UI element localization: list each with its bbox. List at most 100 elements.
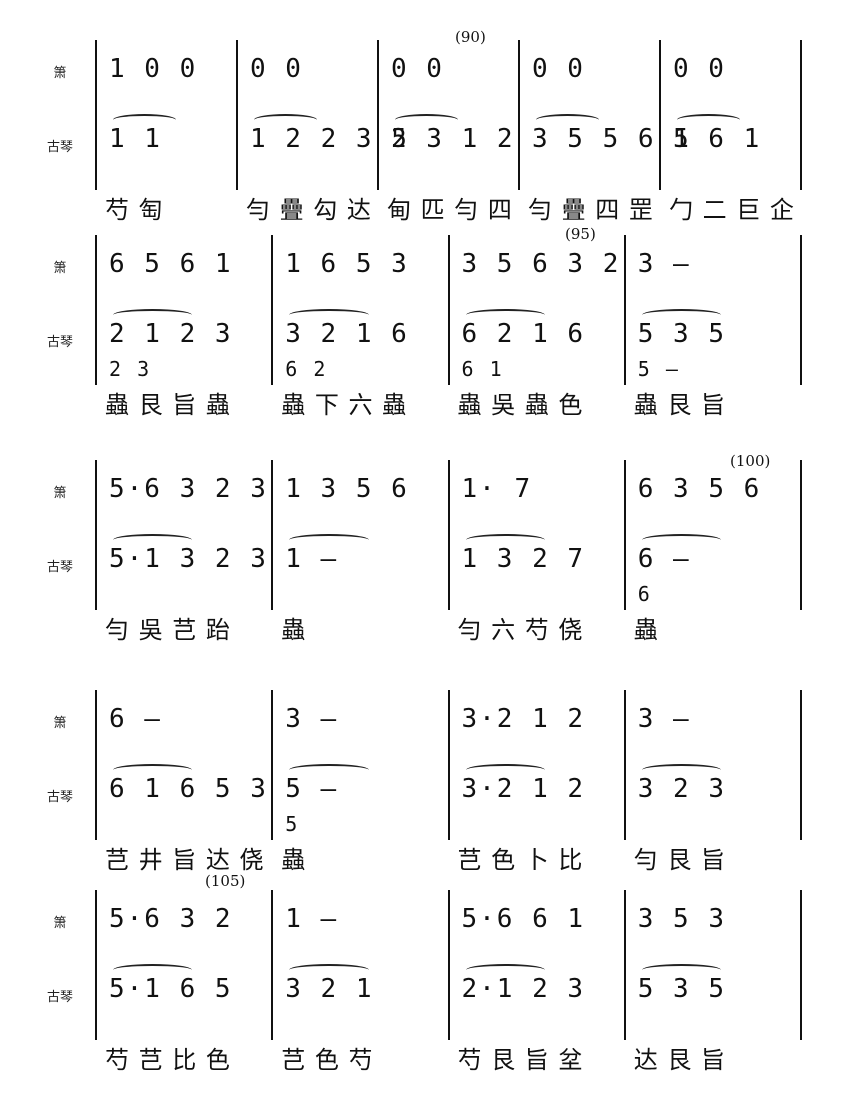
guqin-notation: 5·1 3 2 3	[109, 544, 268, 574]
xiao-notation: 3 —	[637, 704, 691, 734]
guqin-notation: 5·1 6 5	[109, 974, 233, 1004]
xiao-notation: 3 5 3	[637, 904, 727, 934]
xiao-notation: 6 3 5 6	[637, 474, 762, 504]
guqin-notation: 1 1	[109, 124, 162, 154]
guqin-notation: 2 3 1 2	[391, 124, 515, 154]
slur-mark	[536, 114, 600, 126]
barline	[800, 235, 802, 385]
slur-mark	[465, 534, 545, 546]
xiao-notation: 1 6 5 3	[285, 249, 409, 279]
guqin-lower-notation: 2 3	[109, 357, 152, 381]
guqin-notation: 6 —	[637, 544, 691, 574]
xiao-notation: 6 —	[109, 704, 162, 734]
guqin-notation: 5 3 5	[637, 974, 727, 1004]
xiao-notation: 0 0	[673, 54, 726, 84]
slur-mark	[641, 309, 722, 321]
barline	[447, 890, 450, 1040]
slur-mark	[113, 309, 193, 321]
xiao-notation: 1 0 0	[109, 54, 198, 84]
guqin-tablature: 勻 疊 勾 达	[246, 196, 372, 224]
guqin-notation: 3·2 1 2	[461, 774, 586, 804]
barline	[623, 690, 626, 840]
instrument-label-xiao: 箫	[53, 916, 67, 931]
instrument-label-guqin: 古琴	[46, 560, 73, 575]
slur-mark	[465, 764, 545, 776]
guqin-tablature: 芑 色 芍	[281, 1046, 374, 1074]
instrument-label-xiao: 箫	[53, 66, 67, 81]
guqin-tablature: 勻 吳 芑 跆	[105, 616, 231, 644]
guqin-tablature: 蟲	[281, 616, 307, 644]
slur-mark	[641, 534, 722, 546]
slur-mark	[113, 764, 193, 776]
measure-number: (90)	[455, 28, 486, 46]
barline	[447, 690, 450, 840]
guqin-notation: 3 5 5 6 1	[532, 124, 691, 154]
slur-mark	[113, 114, 177, 126]
xiao-notation: 0 0	[391, 54, 444, 84]
slur-mark	[113, 534, 193, 546]
guqin-tablature: 芍 芑 比 色	[105, 1046, 231, 1074]
instrument-label-guqin: 古琴	[46, 790, 73, 805]
xiao-notation: 0 0	[532, 54, 585, 84]
instrument-label-xiao: 箫	[53, 486, 67, 501]
guqin-tablature: 达 艮 旨	[633, 1046, 727, 1074]
instrument-label-guqin: 古琴	[46, 140, 73, 155]
guqin-notation: 6 2 1 6	[461, 319, 586, 349]
barline	[800, 460, 802, 610]
guqin-tablature: 勻 疊 四 罡	[528, 196, 654, 224]
barline	[95, 690, 97, 840]
xiao-notation: 6 5 6 1	[109, 249, 233, 279]
xiao-notation: 1 —	[285, 904, 339, 934]
guqin-tablature: 芑 色 卜 比	[457, 846, 584, 874]
xiao-notation: 5·6 3 2 3	[109, 474, 268, 504]
barline	[271, 690, 274, 840]
guqin-tablature: 蟲 艮 旨 蟲	[105, 391, 231, 419]
guqin-tablature: 芑 井 旨 达 侥	[105, 846, 265, 874]
barline	[271, 460, 274, 610]
barline	[236, 40, 238, 190]
barline	[271, 890, 274, 1040]
slur-mark	[289, 964, 369, 976]
barline	[95, 235, 97, 385]
guqin-notation: 2 1 2 3	[109, 319, 233, 349]
guqin-tablature: 蟲 艮 旨	[633, 391, 727, 419]
slur-mark	[677, 114, 741, 126]
measure-number: (95)	[565, 225, 596, 243]
guqin-tablature: 芍 艮 旨 坌	[457, 1046, 584, 1074]
barline	[447, 460, 450, 610]
barline	[800, 690, 802, 840]
instrument-label-guqin: 古琴	[46, 990, 73, 1005]
xiao-notation: 1· 7	[461, 474, 533, 504]
guqin-tablature: 勹 二 巨 企	[669, 196, 795, 224]
guqin-notation: 1 3 2 7	[461, 544, 586, 574]
barline	[623, 460, 626, 610]
guqin-tablature: 蟲 下 六 蟲	[281, 391, 408, 419]
barline	[447, 235, 450, 385]
barline	[659, 40, 661, 190]
slur-mark	[465, 964, 545, 976]
xiao-notation: 3 —	[637, 249, 691, 279]
guqin-notation: 5 —	[285, 774, 339, 804]
guqin-tablature: 蟲	[281, 846, 307, 874]
guqin-tablature: 蟲	[633, 616, 659, 644]
slur-mark	[113, 964, 193, 976]
guqin-notation: 6 1 6 5 3	[109, 774, 268, 804]
instrument-label-xiao: 箫	[53, 261, 67, 276]
slur-mark	[289, 764, 369, 776]
barline	[623, 235, 626, 385]
barline	[95, 40, 97, 190]
barline	[377, 40, 379, 190]
xiao-notation: 3·2 1 2	[461, 704, 586, 734]
slur-mark	[641, 764, 722, 776]
barline	[271, 235, 274, 385]
guqin-lower-notation: 6 2	[285, 357, 328, 381]
xiao-notation: 3 —	[285, 704, 339, 734]
barline	[95, 460, 97, 610]
guqin-tablature: 勻 六 芍 侥	[457, 616, 584, 644]
